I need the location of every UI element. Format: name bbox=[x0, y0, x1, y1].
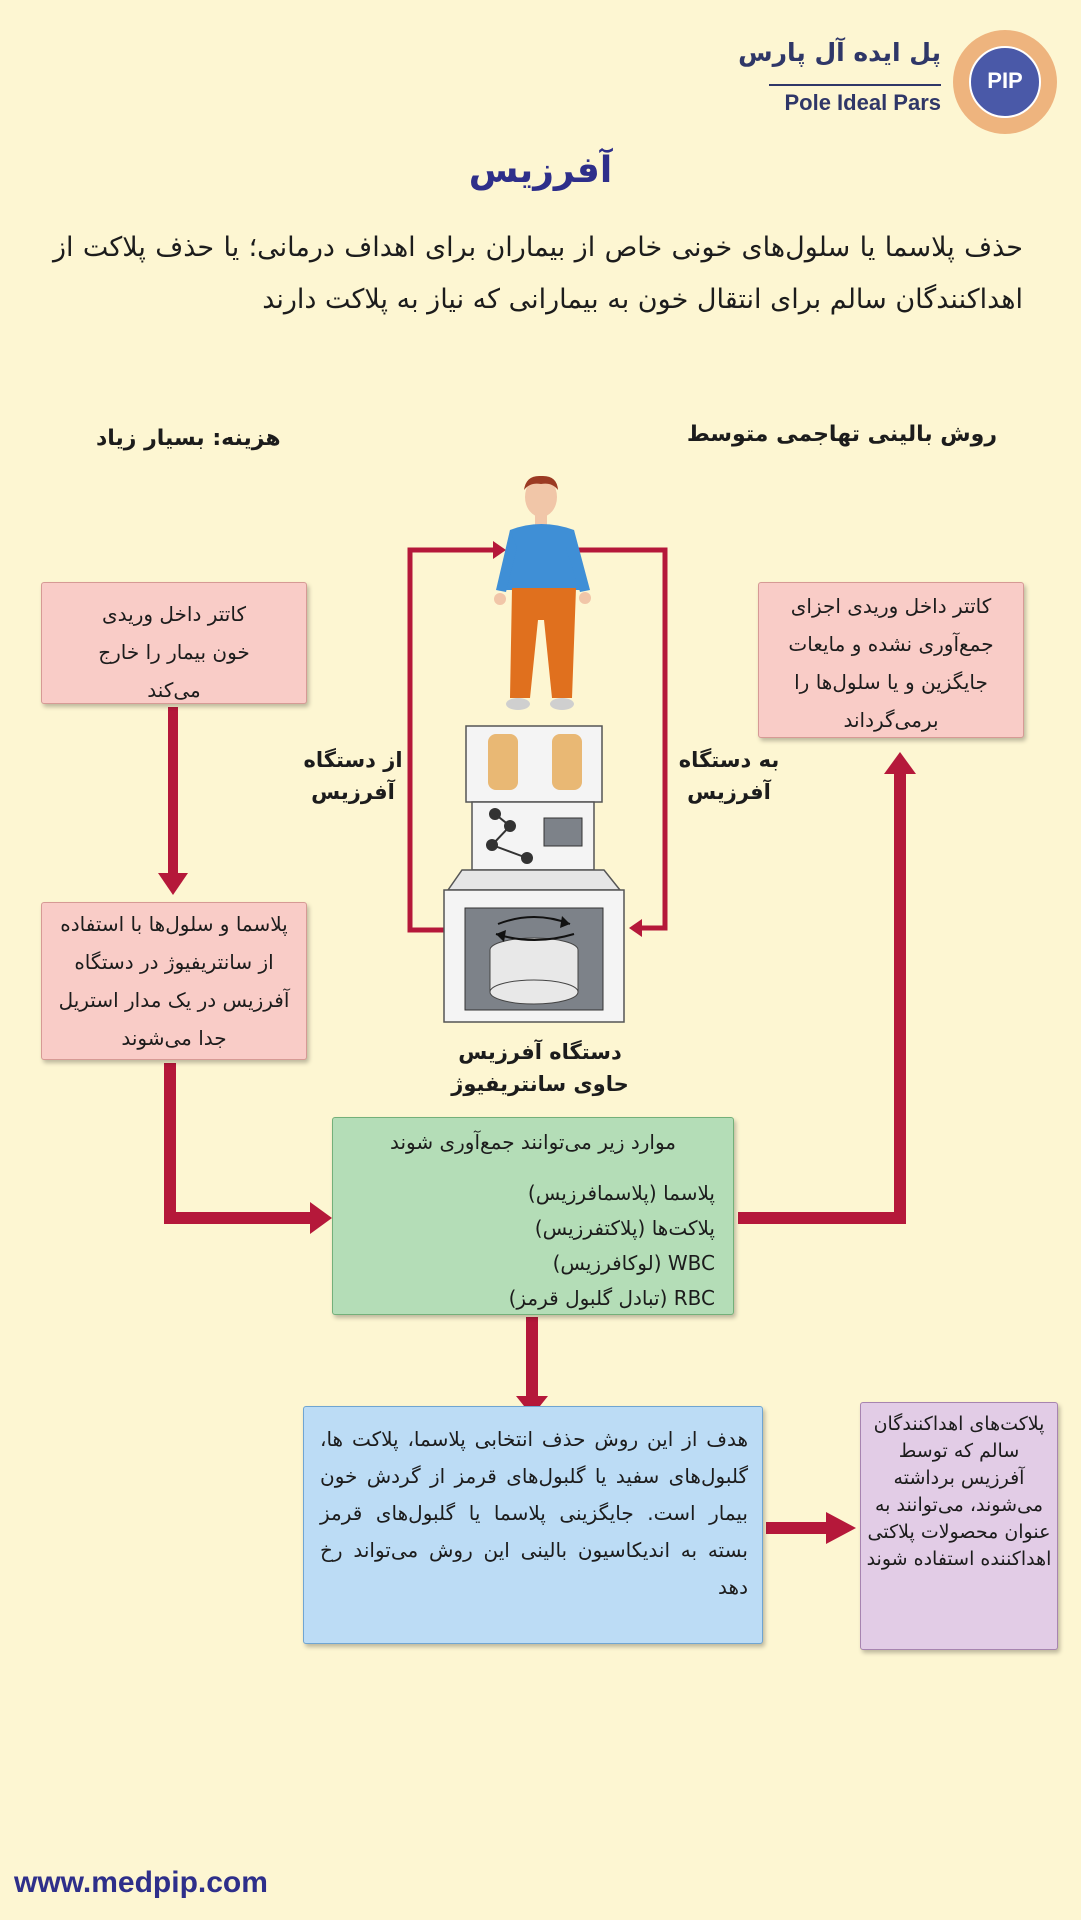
to-device-line-1: به دستگاه bbox=[678, 748, 780, 772]
device-label: دستگاه آفرزیس حاوی سانتریفیوژ bbox=[430, 1036, 650, 1100]
from-device-label: از دستگاه آفرزیس bbox=[298, 744, 408, 808]
arrow-goal-to-platelets bbox=[766, 1522, 828, 1534]
catheter-out-box: کاتتر داخل وریدی خون بیمار را خارج می‌کن… bbox=[41, 582, 307, 704]
arrowhead-collect-to-return bbox=[884, 752, 916, 774]
logo-name-en: Pole Ideal Pars bbox=[784, 90, 941, 115]
collect-item: پلاسما (پلاسمافرزیس) bbox=[527, 1181, 715, 1205]
logo-seal: PIP bbox=[953, 30, 1057, 134]
loop-to-device bbox=[575, 547, 668, 931]
to-device-line-2: آفرزیس bbox=[687, 780, 771, 804]
catheter-return-box: کاتتر داخل وریدی اجزای جمع‌آوری نشده و م… bbox=[758, 582, 1024, 738]
logo-seal-inner: PIP bbox=[969, 46, 1041, 118]
catheter-return-text: کاتتر داخل وریدی اجزای جمع‌آوری نشده و م… bbox=[788, 594, 994, 732]
collect-list: پلاسما (پلاسمافرزیس) پلاکت‌ها (پلاکتفرزی… bbox=[509, 1176, 715, 1316]
logo-divider bbox=[769, 84, 941, 86]
logo-mark: PIP bbox=[987, 68, 1023, 93]
arrow-separation-to-collect-v bbox=[164, 1063, 176, 1224]
intro-text: حذف پلاسما یا سلول‌های خونی خاص از بیمار… bbox=[53, 232, 1023, 315]
collect-box: موارد زیر می‌توانند جمع‌آوری شوند پلاسما… bbox=[332, 1117, 734, 1315]
page-title: آفرزیس bbox=[468, 150, 613, 191]
to-device-label: به دستگاه آفرزیس bbox=[674, 744, 784, 808]
arrow-out-to-separation bbox=[168, 707, 178, 875]
loop-from-device bbox=[407, 547, 495, 933]
patient-figure bbox=[494, 475, 591, 710]
arrow-collect-to-return-v bbox=[894, 772, 906, 1224]
collect-item: پلاکت‌ها (پلاکتفرزیس) bbox=[534, 1216, 715, 1240]
device-line-1: دستگاه آفرزیس bbox=[458, 1040, 622, 1064]
separation-box: پلاسما و سلول‌ها با استفاده از سانتریفیو… bbox=[41, 902, 307, 1060]
collect-item: WBC (لوکافرزیس) bbox=[552, 1251, 715, 1275]
separation-text: پلاسما و سلول‌ها با استفاده از سانتریفیو… bbox=[58, 912, 290, 1050]
goal-box: هدف از این روش حذف انتخابی پلاسما، پلاکت… bbox=[303, 1406, 763, 1644]
collect-title: موارد زیر می‌توانند جمع‌آوری شوند bbox=[389, 1130, 677, 1154]
arrow-separation-to-collect-h bbox=[164, 1212, 312, 1224]
device-line-2: حاوی سانتریفیوژ bbox=[451, 1072, 629, 1096]
cost-label: هزینه: بسیار زیاد bbox=[96, 426, 281, 451]
arrowhead-to-person bbox=[493, 541, 506, 559]
catheter-out-text: کاتتر داخل وریدی خون بیمار را خارج می‌کن… bbox=[98, 602, 250, 702]
arrowhead-separation-to-collect bbox=[310, 1202, 332, 1234]
platelets-box: پلاکت‌های اهداکنندگان سالم که توسط آفرزی… bbox=[860, 1402, 1058, 1650]
platelets-text: پلاکت‌های اهداکنندگان سالم که توسط آفرزی… bbox=[866, 1413, 1052, 1570]
goal-text: هدف از این روش حذف انتخابی پلاسما، پلاکت… bbox=[320, 1427, 748, 1599]
arrow-collect-to-goal bbox=[526, 1317, 538, 1397]
arrowhead-to-device bbox=[629, 919, 642, 937]
from-device-line-1: از دستگاه bbox=[303, 748, 403, 772]
apheresis-device bbox=[443, 725, 625, 1023]
collect-item: RBC (تبادل گلبول قرمز) bbox=[508, 1286, 715, 1310]
arrowhead-out-to-separation bbox=[158, 873, 188, 895]
method-label: روش بالینی تهاجمی متوسط bbox=[686, 422, 997, 447]
website-link[interactable]: www.medpip.com bbox=[14, 1866, 268, 1899]
arrow-collect-to-return-h bbox=[738, 1212, 906, 1224]
logo-name-fa: پل ایده آل پارس bbox=[738, 38, 941, 67]
arrowhead-goal-to-platelets bbox=[826, 1512, 856, 1544]
from-device-line-2: آفرزیس bbox=[311, 780, 395, 804]
